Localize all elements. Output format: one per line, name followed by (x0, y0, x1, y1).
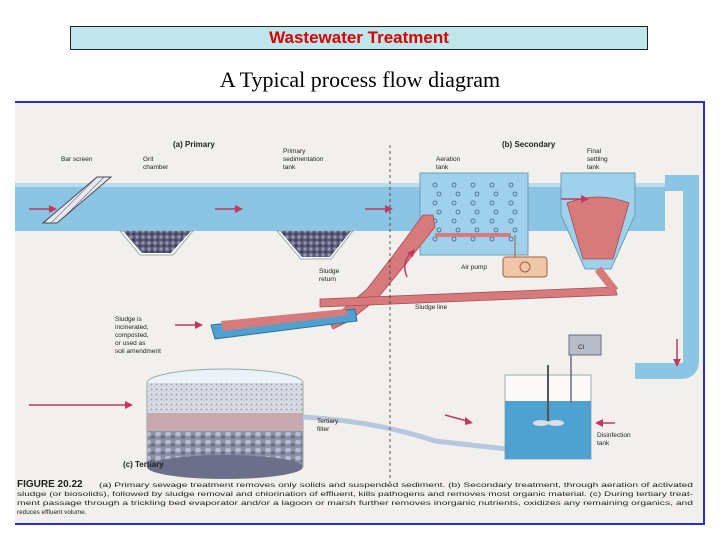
slide-title: Wastewater Treatment (70, 26, 648, 50)
label-sludge-line: Sludge line (415, 304, 448, 311)
label-aeration-2: tank (436, 164, 449, 171)
process-flow-figure: (a) Primary (b) Secondary (c) Tertiary B… (15, 103, 703, 523)
label-sludge-5: soil amendment (115, 348, 161, 355)
label-final-3: tank (587, 164, 600, 171)
label-primary-3: tank (283, 164, 296, 171)
label-disinfection-2: tank (597, 440, 610, 447)
section-tertiary: (c) Tertiary (123, 460, 164, 469)
label-grit-1: Grit (143, 156, 154, 163)
caption-line-2: sludge (or biosolids), followed by sludg… (17, 491, 693, 498)
process-flow-diagram: (a) Primary (b) Secondary (c) Tertiary B… (15, 103, 703, 523)
caption-line-1: (a) Primary sewage treatment removes onl… (99, 482, 694, 489)
disinfection-tank (505, 365, 591, 459)
aeration-tank (420, 173, 528, 255)
label-chlorine: Cl (578, 344, 585, 351)
caption-line-3: ment passage through a trickling bed eva… (17, 500, 694, 507)
label-tertiary-filter-1: Tertiary (317, 418, 339, 425)
label-sludge-2: incinerated, (115, 324, 149, 331)
slide-subtitle: A Typical process flow diagram (0, 66, 720, 94)
caption-label: FIGURE 20.22 (17, 479, 83, 490)
label-primary-2: sedimentation (283, 156, 324, 163)
caption-line-4: reduces effluent volume. (17, 509, 87, 516)
label-sludge-1: Sludge is (115, 316, 142, 323)
label-sludge-4: or used as (115, 340, 146, 347)
tertiary-filter (147, 369, 303, 479)
label-grit-2: chamber (143, 164, 169, 171)
label-primary-1: Primary (283, 148, 306, 155)
label-disinfection-1: Disinfection (597, 432, 631, 439)
section-primary: (a) Primary (173, 140, 215, 149)
label-final-1: Final (587, 148, 602, 155)
label-tertiary-filter-2: filter (317, 426, 330, 433)
label-air-pump: Air pump (461, 264, 487, 271)
label-sludge-3: composted, (115, 332, 149, 339)
label-sludge-return-2: return (319, 276, 336, 283)
label-aeration-1: Aeration (436, 156, 461, 163)
label-bar-screen: Bar screen (61, 156, 93, 163)
label-sludge-return-1: Sludge (319, 268, 340, 275)
section-secondary: (b) Secondary (502, 140, 556, 149)
label-final-2: settling (587, 156, 608, 163)
